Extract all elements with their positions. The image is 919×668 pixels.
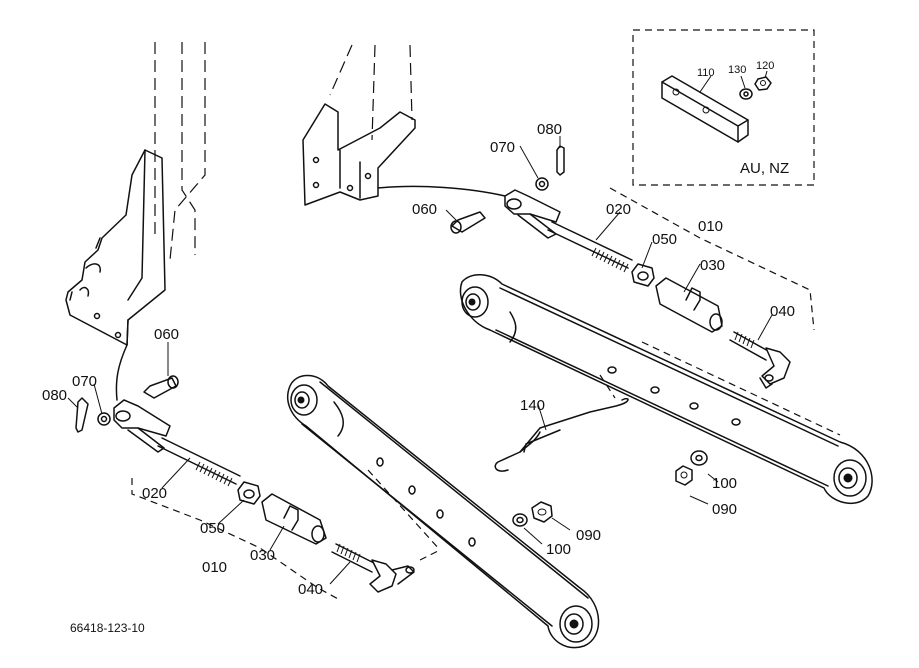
callout-030-right: 030 xyxy=(700,257,725,274)
callout-030-left: 030 xyxy=(250,547,275,564)
right-lower-link-arm xyxy=(459,274,873,505)
callout-020-left: 020 xyxy=(142,485,167,502)
callout-100-right: 100 xyxy=(712,475,737,492)
nut-washer-100-090-left xyxy=(512,501,553,527)
inset-callout-110: 110 xyxy=(697,67,715,79)
inset-variant-label: AU, NZ xyxy=(740,160,789,177)
leader-lines xyxy=(67,136,773,585)
right-frame-bracket xyxy=(302,44,416,206)
left-lower-link-arm xyxy=(286,374,600,649)
inset-box xyxy=(632,29,815,186)
left-frame-bracket xyxy=(65,42,206,346)
callout-050-left: 050 xyxy=(200,520,225,537)
inset-callout-130: 130 xyxy=(728,64,746,76)
callout-080-left: 080 xyxy=(42,387,67,404)
rod-thread-020-right xyxy=(591,247,629,273)
callout-050-right: 050 xyxy=(652,231,677,248)
callout-060-right: 060 xyxy=(412,201,437,218)
callout-060-left: 060 xyxy=(154,326,179,343)
callout-040-right: 040 xyxy=(770,303,795,320)
callout-100-left: 100 xyxy=(546,541,571,558)
callout-080-right: 080 xyxy=(537,121,562,138)
callout-040-left: 040 xyxy=(298,581,323,598)
drawing-reference-number: 66418-123-10 xyxy=(70,621,145,635)
callout-010-left: 010 xyxy=(202,559,227,576)
inset-callout-120: 120 xyxy=(756,60,774,72)
left-check-rod-assembly xyxy=(75,344,415,601)
callout-070-right: 070 xyxy=(490,139,515,156)
callout-070-left: 070 xyxy=(72,373,97,390)
callout-010-right: 010 xyxy=(698,218,723,235)
callout-090-left: 090 xyxy=(576,527,601,544)
callout-140: 140 xyxy=(520,397,545,414)
callout-090-right: 090 xyxy=(712,501,737,518)
nut-washer-100-090-right xyxy=(675,450,708,486)
spring-hook-140 xyxy=(494,397,629,472)
callout-020-right: 020 xyxy=(606,201,631,218)
right-check-rod-assembly xyxy=(377,145,815,389)
